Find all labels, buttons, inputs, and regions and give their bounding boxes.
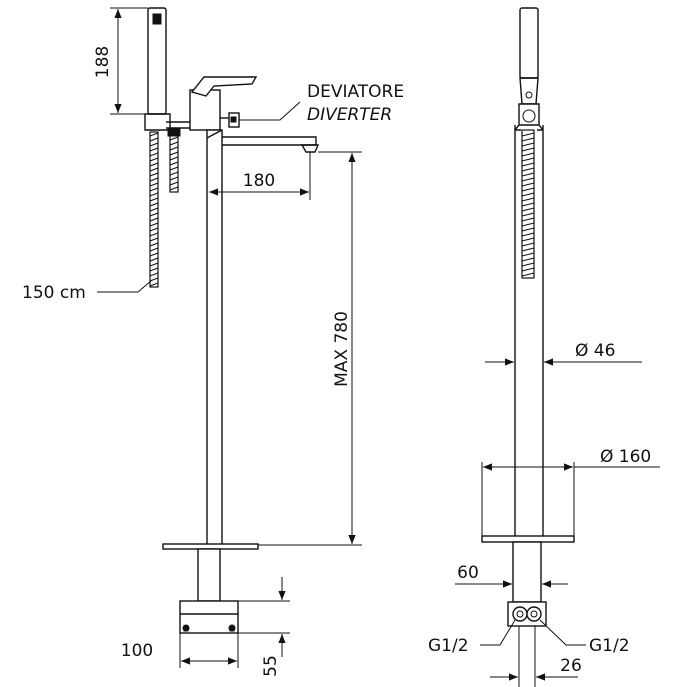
connection-left-label: G1/2: [428, 636, 469, 656]
floor-box: [179, 600, 239, 634]
spout-projection-dim: 180: [243, 171, 275, 191]
column-diameter-dim: Ø 46: [575, 341, 615, 361]
connection-width-dim: 60: [457, 563, 479, 583]
front-view: Ø 46 Ø 160 60 G1/2 G1/2 26: [428, 7, 660, 687]
diverter-label-en: DIVERTER: [307, 105, 392, 125]
base-width-dim: 100: [121, 641, 153, 661]
front-hand-shower: [519, 7, 539, 79]
diverter-label-it: DEVIATORE: [307, 82, 404, 102]
shower-hose: [149, 127, 181, 288]
front-column: [514, 124, 544, 540]
base-diameter-dim: Ø 160: [600, 447, 651, 467]
floor-plate: [162, 543, 259, 550]
spout-height-dim: MAX 780: [332, 311, 352, 387]
base-height-dim: 55: [261, 655, 281, 677]
side-view: 188 DEVIATORE DIVERTER 150 cm 180 MAX 78…: [22, 7, 404, 677]
spout: [208, 136, 317, 146]
handshower-height-dim: 188: [93, 46, 113, 78]
mixer-lever: [190, 76, 258, 97]
connection-right-label: G1/2: [589, 636, 630, 656]
connection-spacing-dim: 26: [560, 656, 582, 676]
front-floor-plate: [481, 535, 575, 543]
hose-length-label: 150 cm: [22, 283, 86, 303]
